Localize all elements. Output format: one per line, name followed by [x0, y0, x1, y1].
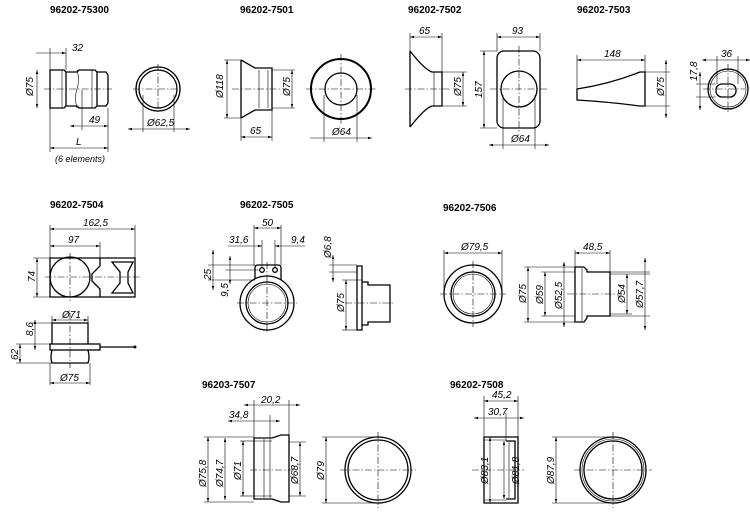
part-title: 96202-7503: [577, 5, 631, 16]
dim-diameter: Ø75,8: [198, 459, 209, 488]
dim-diameter: Ø81,8: [511, 456, 522, 485]
dim-diameter: Ø75: [59, 373, 79, 384]
part-96202-7501: 96202-7501 Ø118 Ø75 65 Ø64: [215, 5, 376, 142]
dim-diameter: Ø64: [510, 134, 530, 145]
dim-diameter: Ø75: [518, 284, 529, 304]
dim-height: 9,5: [220, 283, 231, 297]
part-title: 96202-7502: [408, 5, 462, 16]
part-title: 96202-7501: [240, 5, 294, 16]
part-title: 96202-7508: [450, 380, 504, 391]
part-96202-7505: 96202-7505 50 31,6 9,4 25 9,5: [203, 200, 395, 333]
dim-length: 34,8: [229, 410, 249, 421]
part-title: 96202-7504: [50, 200, 104, 211]
dim-diameter: Ø68,7: [290, 456, 301, 485]
part-96202-7504: 96202-7504 162,5 97 74 Ø71 8: [10, 200, 140, 385]
dim-diameter: Ø75: [282, 77, 293, 97]
dim-length: 65: [250, 126, 262, 137]
part-96202-7503: 96202-7503 148 Ø75 36 17,8: [576, 5, 750, 118]
part-title: 96202-7505: [240, 200, 294, 211]
dim-height: 17,8: [689, 61, 700, 81]
dim-length: 45,2: [492, 390, 512, 401]
dim-diameter: Ø83,1: [480, 457, 491, 485]
dim-height: 74: [27, 270, 38, 282]
dim-length: 31,6: [229, 235, 249, 246]
dim-label-l: L: [76, 137, 82, 148]
dim-diameter: Ø75: [656, 77, 667, 97]
dim-length: 97: [68, 235, 80, 246]
part-96202-75300: 96202-75300 32 Ø75 49 L (6 elements): [25, 5, 190, 164]
part-title: 96203-7507: [202, 380, 256, 391]
dim-length: 162,5: [83, 218, 108, 229]
dim-diameter: Ø71: [61, 310, 81, 321]
dim-diameter: Ø62,5: [146, 118, 175, 129]
dim-height: 25: [203, 268, 214, 281]
part-title: 96202-75300: [50, 5, 109, 16]
dim-length: 65: [419, 26, 431, 37]
dim-diameter: Ø79: [316, 461, 327, 481]
dim-diameter: Ø54: [617, 284, 628, 304]
dim-height: 62: [10, 348, 21, 360]
dim-diameter: Ø74,7: [215, 459, 226, 488]
dim-note: (6 elements): [55, 154, 105, 164]
dim-width: 36: [721, 49, 733, 60]
part-96203-7507: 96203-7507 20,2 34,8 Ø75,8 Ø74,7 Ø71 Ø68…: [198, 380, 416, 508]
dim-diameter: Ø87,9: [546, 456, 557, 485]
dim-length: 49: [89, 115, 101, 126]
part-96202-7506: 96202-7506 Ø79,5 48,5 Ø75 Ø59 Ø52,5 Ø54: [440, 203, 650, 330]
dim-diameter: Ø71: [233, 461, 244, 481]
dim-height: 8,6: [25, 322, 36, 336]
dim-width: 93: [512, 26, 524, 37]
dim-diameter: Ø57,7: [635, 280, 646, 309]
dim-length: 9,4: [291, 235, 305, 246]
dim-diameter: Ø75: [25, 77, 36, 97]
dim-length: 20,2: [260, 395, 281, 406]
dim-diameter: Ø52,5: [554, 281, 565, 310]
end-view: [133, 64, 183, 114]
dim-diameter: Ø6,8: [323, 236, 334, 259]
dim-length: 32: [72, 43, 84, 54]
part-96202-7502: 96202-7502 65 Ø75 93 157 Ø64: [405, 5, 549, 149]
part-title: 96202-7506: [443, 203, 497, 214]
side-view: [472, 436, 524, 504]
bottom-view: [49, 313, 137, 368]
dim-diameter: Ø64: [331, 127, 351, 138]
dim-diameter: Ø75: [453, 77, 464, 97]
dim-length: 48,5: [583, 242, 603, 253]
dim-length: 30,7: [488, 407, 508, 418]
dim-diameter: Ø75: [336, 293, 347, 313]
dim-length: 148: [604, 49, 621, 60]
side-view: [345, 265, 395, 331]
side-view: [44, 69, 112, 109]
dim-height: 157: [474, 81, 485, 98]
dim-diameter: Ø118: [215, 74, 226, 99]
dim-diameter: Ø59: [535, 285, 546, 305]
dim-diameter: Ø79,5: [460, 242, 489, 253]
side-view: [250, 434, 294, 503]
part-96202-7508: 96202-7508 45,2 30,7 Ø83,1 Ø81,8 Ø87,9: [450, 380, 652, 508]
dim-length: 50: [262, 218, 274, 229]
